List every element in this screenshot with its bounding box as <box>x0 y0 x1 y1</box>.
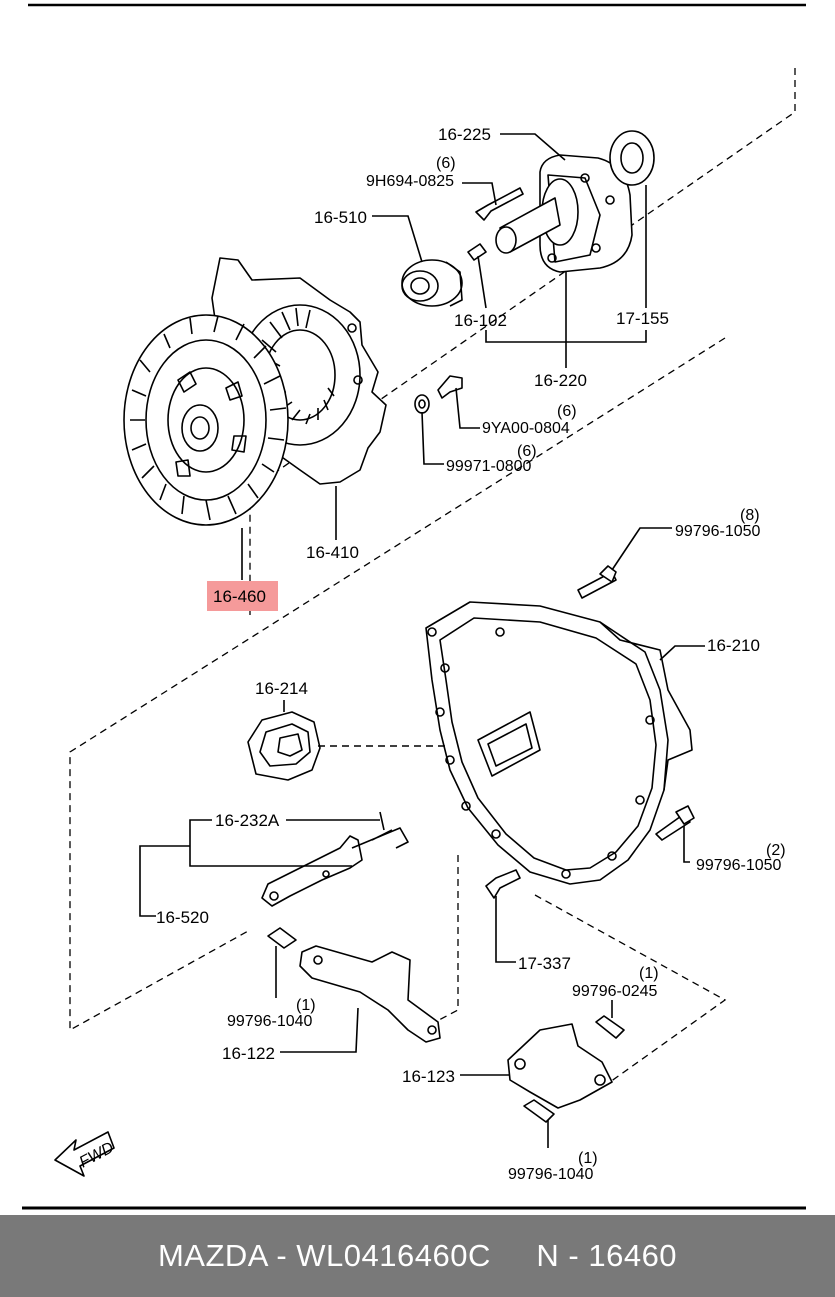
label-16-232a: 16-232A <box>215 811 280 830</box>
label-16-460: 16-460 <box>213 587 266 606</box>
release-fork-16-520 <box>261 835 363 907</box>
bolt-99796-1050-top <box>577 565 617 599</box>
highlight-16-460 <box>207 581 278 611</box>
qty-99796-1050-b: (2) <box>766 842 786 859</box>
bolt-9ya00-0804 <box>437 375 463 399</box>
qty-99796-0245: (1) <box>639 965 659 982</box>
qty-9h694: (6) <box>436 155 456 172</box>
bearing-retainer-16-220 <box>495 154 633 273</box>
label-16-520: 16-520 <box>156 908 209 927</box>
label-99796-1050-b: 99796-1050 <box>696 857 782 874</box>
qty-99796-1040-a: (1) <box>296 997 316 1014</box>
label-99796-1050-a: 99796-1050 <box>675 523 761 540</box>
label-99796-1040-a: 99796-1040 <box>227 1013 313 1030</box>
clip-16-232a <box>351 811 409 849</box>
bolt-99796-1050-side <box>655 805 695 841</box>
label-16-225: 16-225 <box>438 125 491 144</box>
label-9h694-0825: 9H694-0825 <box>366 173 454 190</box>
clutch-parts-diagram: 16-225 (6) 9H694-0825 16-510 16-102 17-1… <box>22 3 806 1210</box>
label-9ya00-0804: 9YA00-0804 <box>482 420 570 437</box>
label-16-410: 16-410 <box>306 543 359 562</box>
boot-16-214 <box>247 711 321 781</box>
clutch-housing-16-210 <box>425 601 693 885</box>
mount-16-123 <box>507 1023 613 1109</box>
label-17-155: 17-155 <box>616 309 669 328</box>
qty-99796-1040-b: (1) <box>578 1150 598 1167</box>
label-16-102: 16-102 <box>454 311 507 330</box>
label-16-122: 16-122 <box>222 1044 275 1063</box>
qty-99971: (6) <box>517 443 537 460</box>
bolt-99796-0245 <box>595 1015 625 1039</box>
leader-lines <box>139 133 705 1148</box>
label-99971-0800: 99971-0800 <box>446 458 532 475</box>
qty-9ya00: (6) <box>557 403 577 420</box>
qty-99796-1050-a: (8) <box>740 507 760 524</box>
oil-seal-17-155 <box>609 130 655 186</box>
label-99796-0245: 99796-0245 <box>572 983 658 1000</box>
bracket-boundary <box>419 855 459 1031</box>
washer-99971-0800 <box>414 394 430 414</box>
footer-text: MAZDA - WL0416460C N - 16460 <box>157 1238 678 1273</box>
bolt-17-337 <box>485 869 521 899</box>
label-16-210: 16-210 <box>707 636 760 655</box>
label-16-220: 16-220 <box>534 371 587 390</box>
footer-bar: MAZDA - WL0416460C N - 16460 <box>0 1215 835 1297</box>
label-17-337: 17-337 <box>518 954 571 973</box>
bolt-9h694-0825 <box>475 187 524 221</box>
pin-16-102 <box>467 243 487 261</box>
label-99796-1040-b: 99796-1040 <box>508 1166 594 1183</box>
label-16-214: 16-214 <box>255 679 308 698</box>
fwd-arrow-icon: FWD <box>54 1131 117 1177</box>
clutch-disc-16-460 <box>123 314 289 526</box>
bolt-99796-1040-left <box>267 927 297 949</box>
label-16-123: 16-123 <box>402 1067 455 1086</box>
label-16-510: 16-510 <box>314 208 367 227</box>
mount-boundary <box>534 894 727 1083</box>
lower-assembly-boundary <box>69 337 726 1032</box>
bolt-99796-1040-bottom <box>523 1099 555 1123</box>
upper-assembly-boundary <box>249 68 796 615</box>
bracket-16-122 <box>299 945 441 1043</box>
release-bearing-16-510 <box>401 259 463 307</box>
